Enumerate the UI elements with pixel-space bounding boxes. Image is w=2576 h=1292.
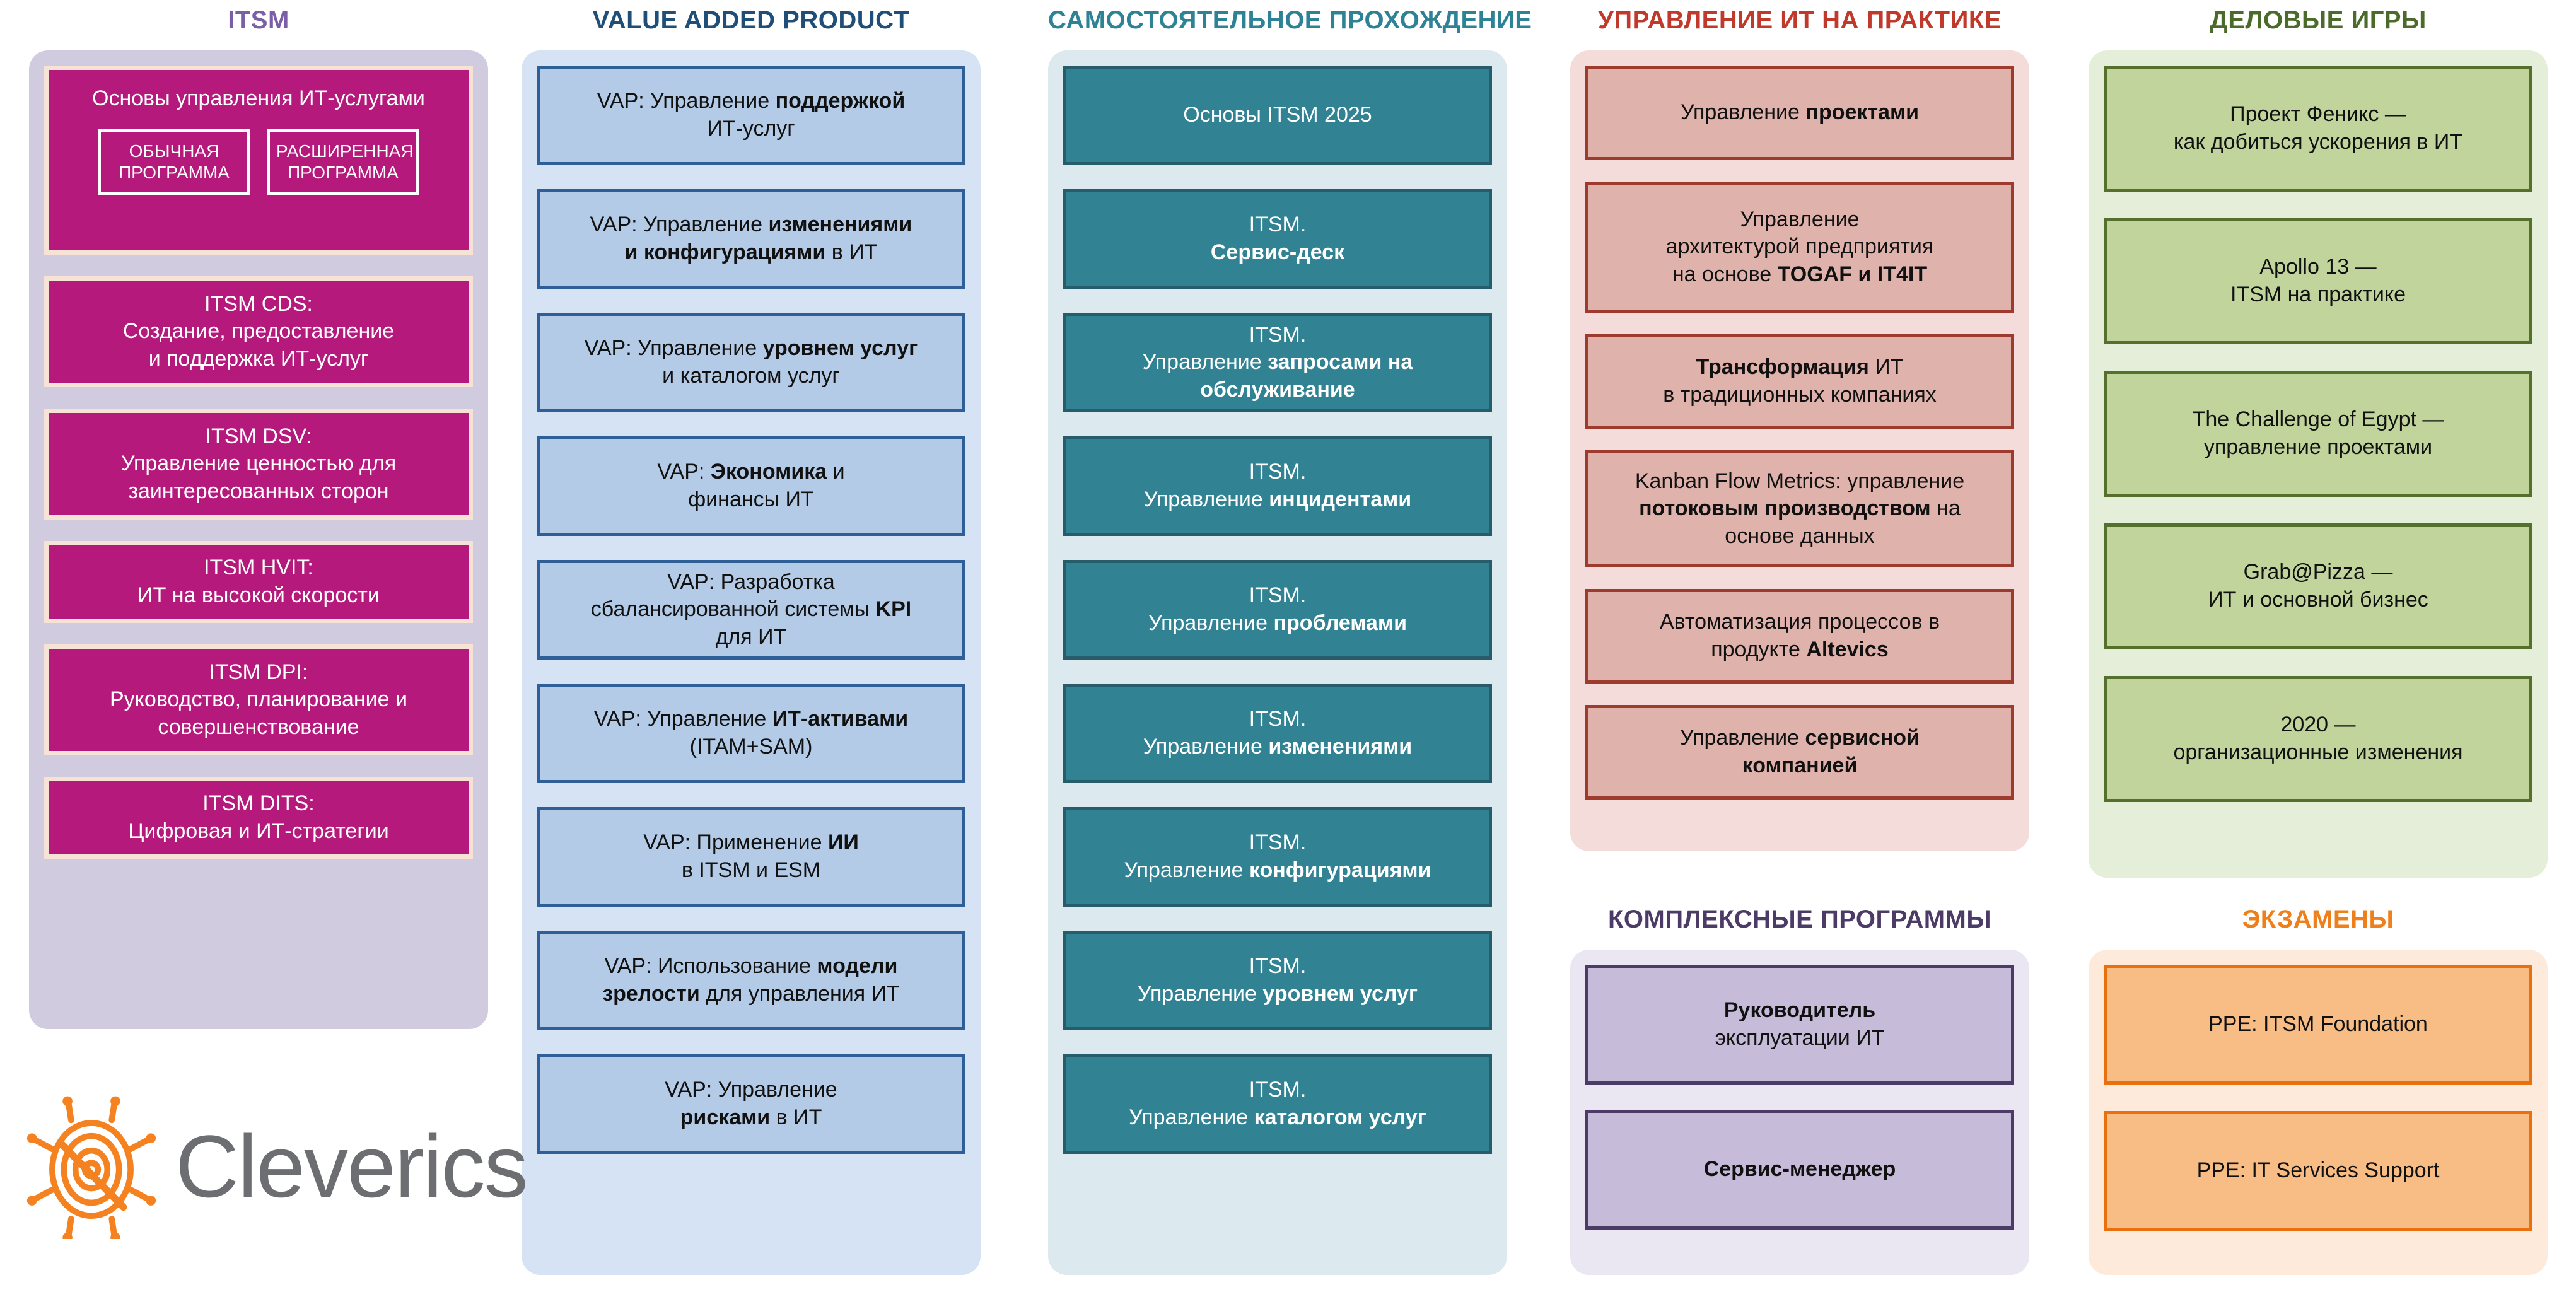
- course-card-title: ITSM.Управление конфигурациями: [1124, 830, 1431, 882]
- course-card-title: 2020 —организационные изменения: [2173, 713, 2463, 764]
- course-card[interactable]: Проект Феникс —как добиться ускорения в …: [2104, 66, 2532, 192]
- cleverics-wordmark: Cleverics: [175, 1117, 528, 1216]
- course-card[interactable]: PPE: IT Services Support: [2104, 1111, 2532, 1231]
- course-card-title: ITSM.Управление проблемами: [1148, 583, 1407, 635]
- course-card-title: ITSM HVIT:ИТ на высокой скорости: [137, 556, 380, 607]
- course-card[interactable]: ITSM HVIT:ИТ на высокой скорости: [44, 541, 473, 623]
- course-card-title: Управление проектами: [1680, 100, 1920, 125]
- course-card[interactable]: Apollo 13 —ITSM на практике: [2104, 218, 2532, 344]
- course-card[interactable]: ITSM.Управление инцидентами: [1063, 436, 1492, 536]
- column-title-games: ДЕЛОВЫЕ ИГРЫ: [2210, 6, 2427, 34]
- column-title-complex-programs: КОМПЛЕКСНЫЕ ПРОГРАММЫ: [1608, 905, 1991, 933]
- course-card-title: Сервис-менеджер: [1703, 1157, 1896, 1182]
- course-card[interactable]: Grab@Pizza —ИТ и основной бизнес: [2104, 523, 2532, 649]
- cleverics-logo: Cleverics: [19, 1085, 528, 1248]
- course-card[interactable]: Сервис-менеджер: [1585, 1110, 2014, 1230]
- course-card-title: Apollo 13 —ITSM на практике: [2230, 255, 2406, 306]
- course-card[interactable]: Основы ITSM 2025: [1063, 66, 1492, 165]
- ship-wheel-labyrinth-icon: [19, 1094, 164, 1243]
- course-card-title: ITSM.Сервис-деск: [1210, 212, 1345, 264]
- course-card[interactable]: ITSM.Сервис-деск: [1063, 189, 1492, 289]
- column-title-practice: УПРАВЛЕНИЕ ИТ НА ПРАКТИКЕ: [1598, 6, 2002, 34]
- course-card-title: Grab@Pizza —ИТ и основной бизнес: [2208, 560, 2428, 612]
- course-card[interactable]: 2020 —организационные изменения: [2104, 676, 2532, 802]
- course-card[interactable]: ITSM.Управление конфигурациями: [1063, 807, 1492, 907]
- course-card-title: ITSM.Управление каталогом услуг: [1129, 1078, 1426, 1129]
- column-panel-games: Проект Феникс —как добиться ускорения в …: [2089, 50, 2548, 878]
- course-card[interactable]: ITSM.Управление изменениями: [1063, 684, 1492, 783]
- course-card-title: VAP: Управление ИТ-активами(ITAM+SAM): [593, 707, 909, 759]
- course-card[interactable]: ITSM.Управление уровнем услуг: [1063, 931, 1492, 1030]
- column-title-vap: VALUE ADDED PRODUCT: [592, 6, 910, 34]
- course-card-title: PPE: ITSM Foundation: [2208, 1012, 2428, 1037]
- course-card[interactable]: VAP: Управление ИТ-активами(ITAM+SAM): [537, 684, 965, 783]
- column-title-self-study: САМОСТОЯТЕЛЬНОЕ ПРОХОЖДЕНИЕ: [1048, 6, 1532, 34]
- course-card-title: ITSM.Управление инцидентами: [1143, 460, 1412, 511]
- course-card[interactable]: ITSM.Управление проблемами: [1063, 560, 1492, 660]
- course-card-title: Основы ITSM 2025: [1183, 103, 1372, 127]
- course-card[interactable]: The Challenge of Egypt —управление проек…: [2104, 371, 2532, 497]
- course-card[interactable]: ITSM.Управление каталогом услуг: [1063, 1054, 1492, 1154]
- course-card[interactable]: Управление проектами: [1585, 66, 2014, 160]
- course-card-title: Проект Феникс —как добиться ускорения в …: [2173, 102, 2463, 154]
- course-card-title: Основы управления ИТ-услугами: [92, 86, 425, 110]
- course-card[interactable]: PPE: ITSM Foundation: [2104, 965, 2532, 1085]
- course-card-title: The Challenge of Egypt —управление проек…: [2192, 407, 2444, 459]
- course-card-title: ITSM.Управление уровнем услуг: [1137, 954, 1418, 1006]
- course-card-title: ITSM DITS:Цифровая и ИТ-стратегии: [128, 791, 389, 843]
- course-card[interactable]: ITSM DITS:Цифровая и ИТ-стратегии: [44, 777, 473, 859]
- course-card-title: PPE: IT Services Support: [2196, 1158, 2440, 1183]
- column-title-exams: ЭКЗАМЕНЫ: [2242, 905, 2394, 933]
- column-title-itsm: ITSM: [228, 6, 289, 34]
- course-card-title: ITSM.Управление изменениями: [1143, 707, 1413, 759]
